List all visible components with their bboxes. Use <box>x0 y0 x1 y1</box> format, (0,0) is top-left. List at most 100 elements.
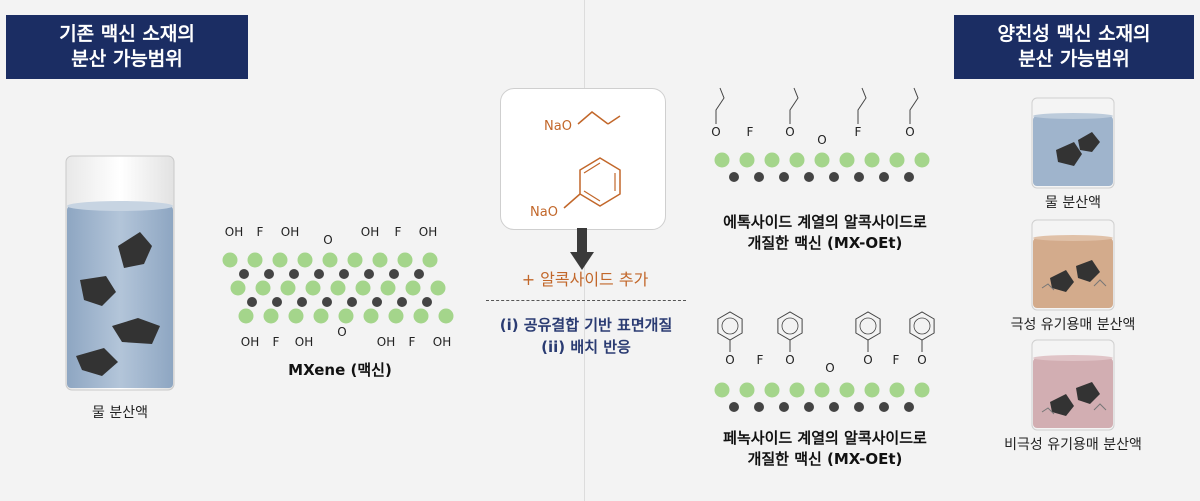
product-bottom-caption-line1: 페녹사이드 계열의 알콕사이드로 <box>723 429 927 447</box>
left-beaker-label: 물 분산액 <box>92 405 148 421</box>
ethoxide-chain <box>577 111 609 125</box>
atom-green <box>388 308 404 324</box>
atom-dark <box>804 172 814 182</box>
atom-green <box>430 280 446 296</box>
phenoxide-bond <box>563 193 581 209</box>
product-bottom-group: O <box>917 353 926 367</box>
atom-dark <box>297 297 307 307</box>
atom-green <box>914 382 930 398</box>
right-title-line2: 분산 가능범위 <box>1018 48 1130 70</box>
atom-green <box>263 308 279 324</box>
atom-green <box>363 308 379 324</box>
product-bottom-group: F <box>893 353 900 367</box>
atom-dark <box>904 402 914 412</box>
atom-dark <box>854 402 864 412</box>
atom-dark <box>729 172 739 182</box>
atom-green <box>814 152 830 168</box>
phenyl-ring-inner <box>721 317 739 335</box>
atom-green <box>764 382 780 398</box>
product-bottom-group: O <box>825 361 834 375</box>
atom-dark <box>339 269 349 279</box>
condition-1: (i) 공유결합 기반 표면개질 <box>499 316 673 334</box>
ethoxide-label: NaO <box>544 119 572 134</box>
atom-green <box>230 280 246 296</box>
left-beaker <box>65 155 175 391</box>
product-top-group: O <box>711 125 720 139</box>
atom-dark <box>854 172 864 182</box>
left-title-line1: 기존 맥신 소재의 <box>59 23 195 45</box>
product-bottom-caption-line2: 개질한 맥신 (MX-OEt) <box>747 450 903 468</box>
ethoxy-chain <box>857 87 867 124</box>
atom-dark <box>372 297 382 307</box>
mxene-bottom-group: O <box>337 325 346 339</box>
atom-dark <box>904 172 914 182</box>
atom-dark <box>414 269 424 279</box>
phenyl-ring <box>855 311 881 341</box>
atom-green <box>380 280 396 296</box>
atom-dark <box>264 269 274 279</box>
atom-green <box>372 252 388 268</box>
atom-dark <box>322 297 332 307</box>
atom-green <box>255 280 271 296</box>
add-alkoxide-text: + 알콕사이드 추가 <box>521 270 649 289</box>
atom-green <box>814 382 830 398</box>
atom-dark <box>347 297 357 307</box>
mxene-top-group: F <box>395 225 402 239</box>
atom-dark <box>879 172 889 182</box>
atom-dark <box>314 269 324 279</box>
product-bottom-atoms <box>714 382 930 412</box>
phenyl-ring <box>909 311 935 341</box>
atom-green <box>839 152 855 168</box>
ethoxy-chain <box>789 87 799 124</box>
atom-dark <box>879 402 889 412</box>
phenyl-ring <box>717 311 743 341</box>
atom-green <box>789 152 805 168</box>
condition-2: (ii) 배치 반응 <box>541 338 631 356</box>
mxene-bottom-group: OH <box>241 335 259 349</box>
mxene-atoms <box>222 252 454 324</box>
benzene-double-1 <box>583 162 601 174</box>
polar-beaker <box>1031 219 1115 311</box>
reagent-box <box>500 88 666 230</box>
phenyl-ring <box>777 311 803 341</box>
atom-green <box>347 252 363 268</box>
product-top-group: F <box>747 125 754 139</box>
atom-green <box>438 308 454 324</box>
atom-dark <box>247 297 257 307</box>
water-beaker <box>1031 97 1115 189</box>
product-top-group: F <box>855 125 862 139</box>
atom-green <box>330 280 346 296</box>
atom-green <box>222 252 238 268</box>
atom-green <box>864 382 880 398</box>
left-title: 기존 맥신 소재의 분산 가능범위 <box>6 15 248 79</box>
mxene-bottom-group: OH <box>377 335 395 349</box>
atom-green <box>864 152 880 168</box>
phenyl-ring-inner <box>859 317 877 335</box>
atom-green <box>355 280 371 296</box>
atom-green <box>238 308 254 324</box>
product-bottom-group: O <box>785 353 794 367</box>
atom-green <box>889 382 905 398</box>
atom-green <box>405 280 421 296</box>
atom-dark <box>729 402 739 412</box>
mxene-bottom-group: F <box>273 335 280 349</box>
product-top-group: O <box>817 133 826 147</box>
mxene-bottom-group: OH <box>295 335 313 349</box>
right-title-line1: 양친성 맥신 소재의 <box>997 23 1151 45</box>
product-top-caption: 에톡사이드 계열의 알콕사이드로 개질한 맥신 (MX-OEt) <box>680 212 970 254</box>
mxene-bottom-group: OH <box>433 335 451 349</box>
nonpolar-beaker-label: 비극성 유기용매 분산액 <box>1004 437 1142 453</box>
mxene-label: MXene (맥신) <box>288 361 392 379</box>
reagent-structures: NaO NaO <box>530 111 621 220</box>
atom-green <box>397 252 413 268</box>
atom-dark <box>239 269 249 279</box>
ethoxy-chain <box>909 87 919 124</box>
atom-green <box>272 252 288 268</box>
